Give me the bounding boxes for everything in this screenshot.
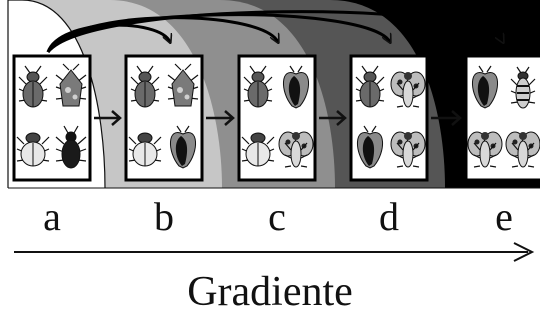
- panel-b: [124, 54, 204, 182]
- insect-fly-spotted: [278, 131, 314, 168]
- gradient-axis: [14, 242, 535, 262]
- insect-fly-spotted: [505, 131, 540, 168]
- panel-d: [349, 54, 429, 182]
- axis-label: Gradiente: [187, 269, 353, 315]
- axis-arrowhead: [513, 242, 535, 262]
- insect-beetle-dark: [18, 65, 48, 108]
- step-arrow: [431, 110, 462, 126]
- step-arrow: [94, 110, 122, 126]
- insect-bug-mottled: [55, 63, 87, 107]
- insect-fly-striped: [510, 66, 536, 109]
- step-arrow: [319, 110, 347, 126]
- arc-a-to-e: [46, 10, 503, 53]
- band-outline: [7, 0, 106, 189]
- insect-fly-spotted: [390, 71, 426, 108]
- panel-label-d: d: [379, 194, 399, 239]
- connection-arcs: [46, 10, 503, 53]
- panel-c: [237, 54, 317, 182]
- insect-beetle-round: [16, 132, 50, 167]
- insect-moth-dark: [170, 125, 196, 169]
- panel-labels: a b c d e: [43, 194, 513, 239]
- panel-label-a: a: [43, 194, 61, 239]
- panel-e: [464, 54, 540, 182]
- panel-row: [12, 54, 540, 182]
- insect-beetle-black: [55, 125, 87, 169]
- insect-bug-mottled: [167, 63, 199, 107]
- step-arrow: [206, 110, 235, 126]
- insect-beetle-round: [128, 132, 162, 167]
- step-arrows: [94, 110, 462, 126]
- panel-label-b: b: [154, 194, 174, 239]
- panel-a: [12, 54, 92, 182]
- insect-moth-dark: [472, 65, 498, 109]
- insect-beetle-dark: [130, 65, 160, 108]
- insect-fly-spotted: [390, 131, 426, 168]
- panel-label-e: e: [495, 194, 513, 239]
- insect-moth-dark: [283, 65, 309, 109]
- insect-fly-spotted: [467, 131, 503, 168]
- insect-moth-dark: [357, 125, 383, 169]
- insect-beetle-round: [241, 132, 275, 167]
- panel-label-c: c: [268, 194, 286, 239]
- insect-beetle-dark: [355, 65, 385, 108]
- insect-beetle-dark: [243, 65, 273, 108]
